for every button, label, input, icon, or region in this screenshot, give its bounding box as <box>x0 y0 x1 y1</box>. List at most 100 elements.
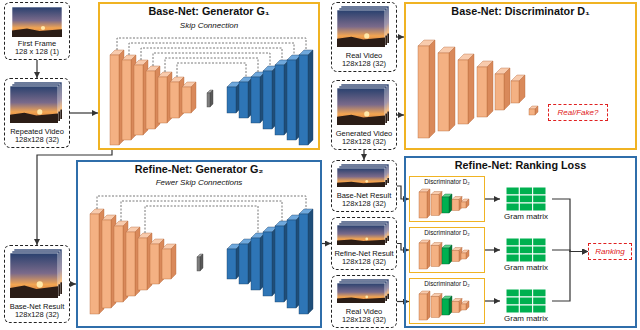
gram-cell <box>519 254 532 262</box>
layer-slab <box>442 296 452 315</box>
gram-cell <box>533 187 546 195</box>
layer-slab <box>442 245 452 264</box>
slab-front <box>511 81 519 103</box>
slab-front <box>461 304 466 310</box>
layer-slab <box>299 209 313 314</box>
slab-side <box>171 244 176 279</box>
skip-connection <box>165 58 258 72</box>
gram-cell <box>506 254 519 262</box>
slab-side <box>200 254 203 271</box>
video-clip-box: Real Video128x128 (32) <box>331 275 397 328</box>
slab-front <box>529 109 535 115</box>
connector-arrow <box>397 244 409 251</box>
connector-arrow <box>36 60 37 78</box>
slab-side <box>439 243 442 267</box>
frame-sun <box>364 111 369 116</box>
slab-front <box>461 202 466 208</box>
box-label: 128x128 (32) <box>15 136 59 145</box>
gram-cell <box>519 238 532 246</box>
gram-cell <box>506 297 519 305</box>
layer-slab <box>418 40 435 138</box>
slab-front <box>251 77 260 123</box>
gram-grid <box>506 289 546 313</box>
frame-ground <box>12 29 62 37</box>
slab-front <box>207 93 210 107</box>
layer-slab <box>207 90 213 107</box>
gram-cell <box>506 305 519 313</box>
gram-cell <box>533 305 546 313</box>
gram-cell <box>519 246 532 254</box>
gram-cell <box>533 254 546 262</box>
layer-slab <box>431 243 442 267</box>
slab-side <box>487 61 493 117</box>
connector-arrow <box>485 198 500 199</box>
slab-side <box>468 54 474 124</box>
network-panel: Discriminator D₂Discriminator D₂Discrimi… <box>404 156 637 328</box>
connector-arrow <box>485 249 500 250</box>
box-label: Gram matrix <box>504 213 548 222</box>
layer-slab <box>461 301 469 310</box>
slab-front <box>419 243 427 269</box>
gram-cell <box>506 203 519 211</box>
slab-front <box>458 60 468 124</box>
connector-arrow <box>485 300 500 301</box>
output-box: Real/Fake? <box>548 104 608 121</box>
frame-ground <box>337 115 385 125</box>
slab-front <box>150 244 159 284</box>
gram-matrix: Gram matrix <box>500 238 552 274</box>
box-label: 128x128 (32) <box>342 138 386 147</box>
frame-sky <box>10 86 58 123</box>
connector-arrow <box>397 301 409 302</box>
video-frame <box>337 88 385 125</box>
slab-front <box>263 71 272 129</box>
frame-sun <box>37 281 43 287</box>
panel-title: Base-Net: Discriminator D₁ <box>406 4 635 18</box>
slab-side <box>308 50 313 145</box>
video-clip-box: Generated Video128x128 (32) <box>331 80 397 150</box>
layer-slab <box>511 75 525 103</box>
slab-front <box>263 232 272 296</box>
video-clip-box: Base-Net Result128x128 (32) <box>331 160 397 212</box>
gram-cell <box>506 246 519 254</box>
frame-ground <box>337 37 385 47</box>
layer-slab <box>452 197 462 211</box>
layer-slab <box>442 194 452 213</box>
frame-sun <box>365 296 368 299</box>
box-label: 128x128 (32) <box>15 311 59 320</box>
slab-side <box>519 75 525 103</box>
box-label: 128x128 (32) <box>342 316 386 325</box>
box-label: Real/Fake? <box>558 108 599 117</box>
annotation-label: Skip Connection <box>150 21 268 30</box>
connector-arrow <box>552 252 588 302</box>
layer-slab <box>452 248 462 262</box>
box-label: 128x128 (32) <box>342 200 386 209</box>
slab-front <box>418 46 429 138</box>
gram-cell <box>533 203 546 211</box>
layer-slab <box>461 250 469 259</box>
slab-side <box>210 90 213 107</box>
slab-front <box>102 220 111 308</box>
layer-slab <box>419 291 430 320</box>
discriminator-box: Discriminator D₂ <box>409 278 485 324</box>
box-label: Generated Video <box>336 130 393 139</box>
gram-cell <box>533 238 546 246</box>
layer-slab <box>431 294 442 318</box>
frame-sky <box>337 225 385 245</box>
layer-slab <box>452 299 462 313</box>
video-clip-box: Refine-Net Result128x128 (32) <box>331 217 397 270</box>
box-label: Real Video <box>346 52 383 61</box>
gram-matrix: Gram matrix <box>500 289 552 325</box>
box-label: 128 x 128 (1) <box>15 48 59 57</box>
slab-side <box>449 245 452 264</box>
box-label: Base-Net Result <box>337 192 392 201</box>
slab-front <box>442 248 449 264</box>
frame-ground <box>337 297 385 303</box>
gram-cell <box>533 195 546 203</box>
slab-front <box>122 60 131 140</box>
frame-ground <box>10 113 58 123</box>
slab-side <box>439 192 442 216</box>
box-label: Discriminator D₂ <box>410 228 484 237</box>
panel-title: Refine-Net: Ranking Loss <box>406 158 635 172</box>
output-box: Ranking <box>588 243 632 260</box>
